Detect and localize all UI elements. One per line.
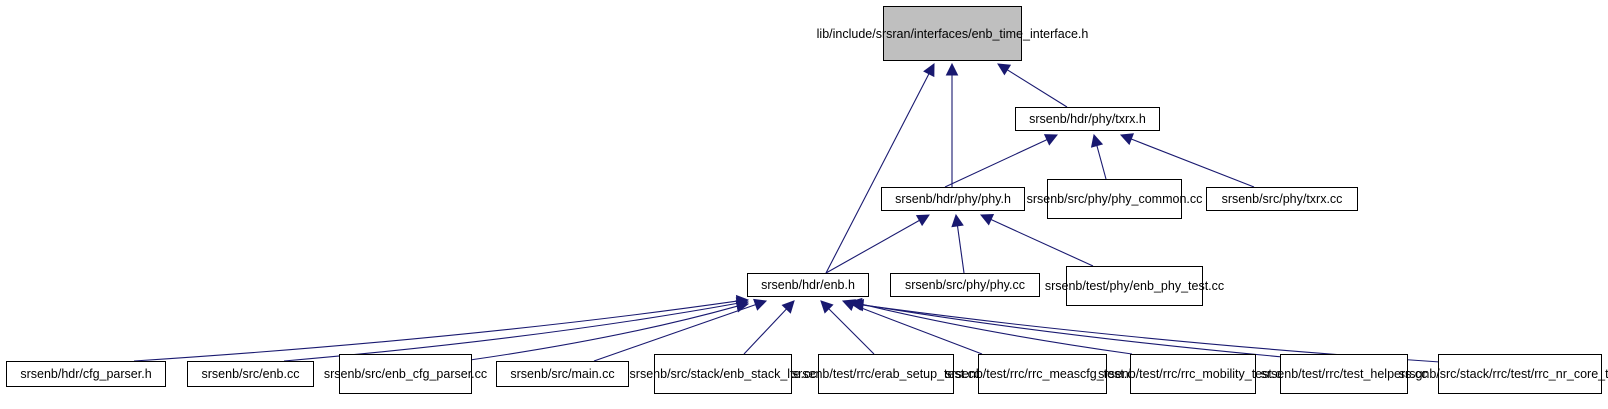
node-line: srsenb/hdr/phy/txrx.h (1029, 112, 1146, 126)
node-main-cc[interactable]: srsenb/src/main.cc (496, 361, 629, 387)
edge-line (743, 308, 787, 355)
node-line: _common.cc (1131, 192, 1203, 206)
node-line: _setup_test.cc (899, 367, 981, 381)
edge-erab-setup-test-cc-to-enb-h (820, 300, 875, 355)
arrowhead (997, 63, 1012, 76)
node-enb-cc[interactable]: srsenb/src/enb.cc (187, 361, 314, 387)
edge-line (283, 302, 738, 362)
node-line: srsenb/src/phy/phy (1026, 192, 1132, 206)
node-line: srsenb/src/enb_cfg (323, 367, 430, 381)
arrowhead (850, 298, 865, 312)
edge-rrc-nr-core-test-cc-to-enb-h (850, 298, 1441, 363)
node-line: srsenb/test/rrc/test (1260, 367, 1364, 381)
node-enb-phy-test-cc[interactable]: srsenb/test/phy/enb _phy_test.cc (1045, 266, 1224, 306)
node-line: srsenb/test/rrc/erab (791, 367, 900, 381)
node-line: _stack_lte.cc (744, 367, 817, 381)
arrowhead (923, 63, 935, 78)
edge-line (1007, 69, 1068, 108)
edge-phy-common-cc-to-txrx-h (1090, 133, 1107, 180)
edge-txrx-h-to-root (997, 63, 1068, 108)
arrowhead (979, 214, 995, 226)
edge-enb-h-to-root (825, 63, 935, 274)
edge-line (1096, 145, 1107, 180)
node-enb-time-interface-h: lib/include/srsran /interfaces/enb_time … (817, 6, 1088, 61)
node-line: _phy_test.cc (1153, 279, 1225, 293)
edge-line (133, 300, 738, 362)
node-line: srsenb/hdr/phy/phy.h (895, 192, 1011, 206)
edge-rrc-meascfg-test-cc-to-enb-h (841, 299, 983, 355)
node-cfg-parser-h[interactable]: srsenb/hdr/cfg_parser.h (6, 361, 166, 387)
node-phy-cc[interactable]: srsenb/src/phy/phy.cc (890, 273, 1040, 297)
node-enb-h[interactable]: srsenb/hdr/enb.h (747, 273, 869, 297)
node-line: _interface.h (1023, 26, 1089, 41)
edge-line (825, 73, 930, 274)
node-line: /test/rrc_nr_core_test.cc (1507, 367, 1608, 381)
node-line: srsenb/test/rrc/rrc (945, 367, 1043, 381)
edge-phy-h-to-txrx-h (944, 134, 1059, 188)
node-line: /interfaces/enb_time (910, 26, 1024, 41)
arrowhead (1043, 134, 1059, 146)
node-line: srsenb/src/main.cc (510, 367, 615, 381)
node-erab-setup-test-cc[interactable]: srsenb/test/rrc/erab _setup_test.cc (792, 354, 980, 394)
edge-txrx-cc-to-txrx-h (1119, 133, 1255, 188)
edge-line (593, 304, 756, 362)
edge-line (825, 219, 920, 274)
node-line: srsgnb/src/stack/rrc (1398, 367, 1508, 381)
node-line: _meascfg_test.cc (1042, 367, 1140, 381)
edge-main-cc-to-enb-h (593, 298, 768, 362)
edge-line (853, 304, 983, 355)
edge-cfg-parser-h-to-enb-h (133, 294, 750, 362)
arrowhead (820, 300, 834, 314)
edge-line (469, 305, 738, 361)
edge-line (828, 308, 875, 355)
node-phy-h[interactable]: srsenb/hdr/phy/phy.h (881, 187, 1025, 211)
node-line: srsenb/test/rrc/rrc (1098, 367, 1196, 381)
arrowhead (945, 62, 959, 76)
node-rrc-nr-core-test-cc[interactable]: srsgnb/src/stack/rrc /test/rrc_nr_core_t… (1399, 354, 1608, 394)
edge-line (1131, 138, 1255, 188)
node-line: srsenb/hdr/cfg_parser.h (20, 367, 152, 381)
arrowhead (735, 300, 750, 313)
node-line: lib/include/srsran (816, 26, 911, 41)
node-phy-common-cc[interactable]: srsenb/src/phy/phy _common.cc (1027, 179, 1202, 219)
node-txrx-cc[interactable]: srsenb/src/phy/txrx.cc (1206, 187, 1358, 211)
node-rrc-meascfg-test-cc[interactable]: srsenb/test/rrc/rrc _meascfg_test.cc (945, 354, 1140, 394)
edge-phy-h-to-root (945, 62, 959, 187)
edge-enb-cc-to-enb-h (283, 297, 750, 362)
edge-rrc-mobility-test-cc-to-enb-h (848, 297, 1133, 355)
node-enb-cfg-parser-cc[interactable]: srsenb/src/enb_cfg _parser.cc (324, 354, 487, 394)
edge-enb-h-to-phy-h (825, 214, 930, 274)
edge-enb-cfg-parser-cc-to-enb-h (469, 300, 750, 361)
arrowhead (951, 213, 964, 228)
node-line: srsenb/src/phy/phy.cc (905, 278, 1025, 292)
node-line: _helpers.cc (1363, 367, 1428, 381)
edge-line (990, 219, 1094, 267)
node-line: srsenb/src/stack/enb (629, 367, 745, 381)
node-line: srsenb/src/phy/txrx.cc (1221, 192, 1343, 206)
arrowhead (915, 214, 930, 227)
node-rrc-mobility-test-cc[interactable]: srsenb/test/rrc/rrc _mobility_test.cc (1098, 354, 1288, 394)
node-test-helpers-cc[interactable]: srsenb/test/rrc/test _helpers.cc (1261, 354, 1427, 394)
arrowhead (781, 300, 795, 314)
edge-enb-phy-test-cc-to-phy-h (979, 214, 1094, 267)
arrowhead (1119, 133, 1135, 146)
node-line: srsenb/test/phy/enb (1044, 279, 1154, 293)
node-line: srsenb/src/enb.cc (201, 367, 300, 381)
edge-enb-stack-lte-cc-to-enb-h (743, 300, 795, 355)
node-line: srsenb/hdr/enb.h (761, 278, 855, 292)
arrowhead (753, 298, 768, 311)
edge-line (860, 303, 1284, 358)
edge-line (956, 225, 965, 274)
edge-line (860, 303, 1133, 355)
node-enb-stack-lte-cc[interactable]: srsenb/src/stack/enb _stack_lte.cc (630, 354, 816, 394)
node-line: _mobility_test.cc (1195, 367, 1288, 381)
node-txrx-h[interactable]: srsenb/hdr/phy/txrx.h (1015, 107, 1160, 131)
edge-line (944, 139, 1048, 188)
edge-phy-cc-to-phy-h (951, 213, 965, 274)
node-line: _parser.cc (429, 367, 488, 381)
arrowhead (1090, 133, 1104, 148)
